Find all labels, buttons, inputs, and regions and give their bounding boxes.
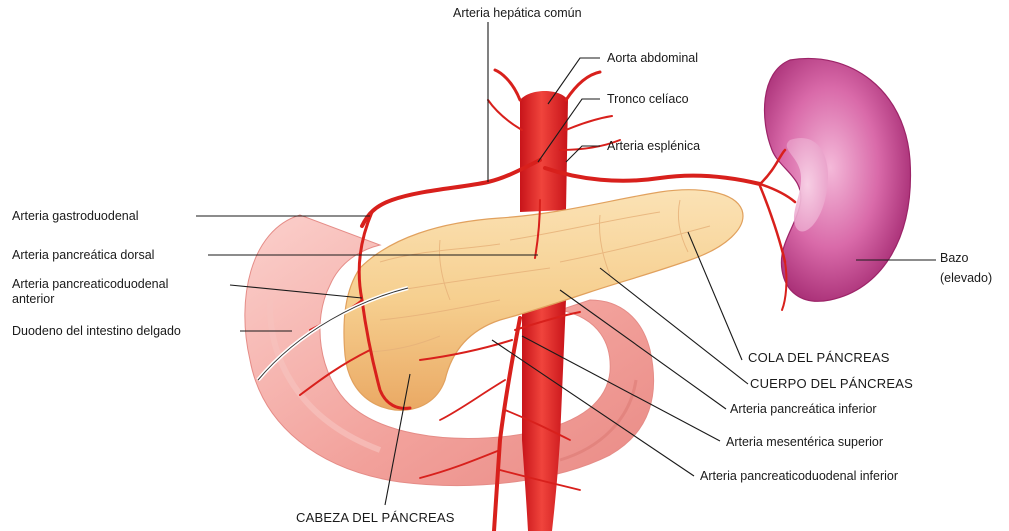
label-arteria-esplenica: Arteria esplénica (607, 139, 700, 153)
label-arteria-pancreatica-dorsal: Arteria pancreática dorsal (12, 248, 154, 262)
label-arteria-gastroduodenal: Arteria gastroduodenal (12, 209, 138, 223)
label-arteria-pancreaticoduodenal-inferior: Arteria pancreaticoduodenal inferior (700, 469, 898, 483)
label-cabeza-pancreas: CABEZA DEL PÁNCREAS (296, 510, 455, 525)
label-arteria-mesenterica-superior: Arteria mesentérica superior (726, 435, 883, 449)
label-duodeno: Duodeno del intestino delgado (12, 324, 181, 338)
label-arteria-pancreatica-inferior: Arteria pancreática inferior (730, 402, 877, 416)
label-cuerpo-pancreas: CUERPO DEL PÁNCREAS (750, 376, 913, 391)
label-aorta-abdominal: Aorta abdominal (607, 51, 698, 65)
label-tronco-celiaco: Tronco celíaco (607, 92, 689, 106)
label-arteria-hepatica-comun: Arteria hepática común (453, 6, 582, 20)
label-arteria-pancreaticoduodenal-anterior-1: Arteria pancreaticoduodenal (12, 277, 168, 291)
label-bazo-2: (elevado) (940, 271, 992, 285)
label-arteria-pancreaticoduodenal-anterior-2: anterior (12, 292, 54, 306)
label-bazo-1: Bazo (940, 251, 969, 265)
label-cola-pancreas: COLA DEL PÁNCREAS (748, 350, 890, 365)
